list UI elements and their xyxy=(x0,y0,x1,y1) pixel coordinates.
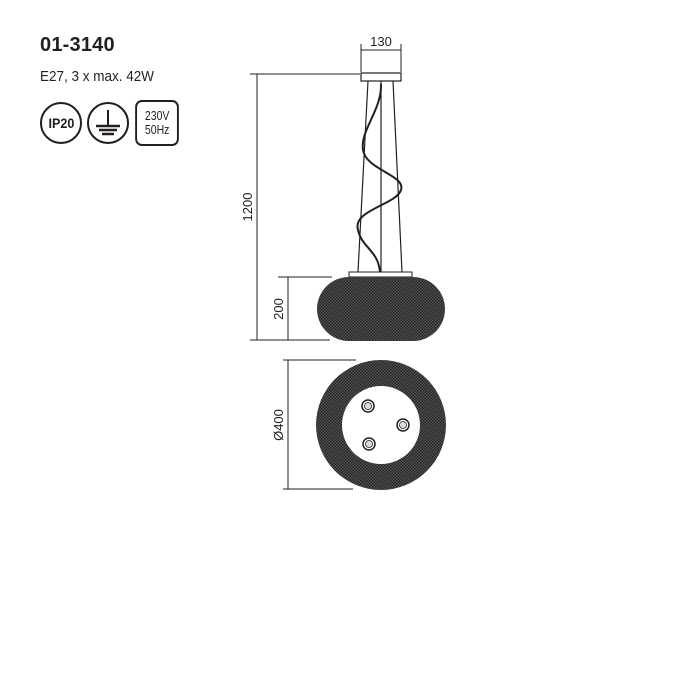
suspension-cables xyxy=(356,80,403,273)
shade-height-dimension: 200 xyxy=(271,276,332,340)
certification-icons: IP20 230V 50Hz xyxy=(40,100,180,146)
ceiling-canopy xyxy=(360,72,402,82)
ip-rating-label: IP20 xyxy=(48,115,74,131)
shade-mount-plate xyxy=(348,271,413,278)
shade-height-label: 200 xyxy=(271,298,286,320)
diameter-label: Ø400 xyxy=(271,409,286,441)
product-code: 01-3140 xyxy=(40,34,115,56)
ip-rating-icon: IP20 xyxy=(40,102,82,144)
frequency-label: 50Hz xyxy=(144,122,170,137)
earth-ground-icon xyxy=(87,102,129,144)
shade-bottom-view xyxy=(316,360,446,490)
voltage-label: 230V xyxy=(144,108,170,123)
ground-symbol-icon xyxy=(96,110,120,136)
bulb-socket-icon xyxy=(361,399,375,413)
shade-side-view xyxy=(317,277,445,341)
bulb-socket-icon xyxy=(362,437,376,451)
bulb-socket-icon xyxy=(396,418,410,432)
total-height-dimension: 1200 xyxy=(240,73,360,341)
canopy-width-label: 130 xyxy=(370,34,392,49)
product-spec: E27, 3 x max. 42W xyxy=(40,68,155,85)
total-height-label: 1200 xyxy=(240,193,255,222)
voltage-icon: 230V 50Hz xyxy=(135,100,179,146)
canopy-width-dimension: 130 xyxy=(360,34,402,72)
diameter-dimension: Ø400 xyxy=(271,359,356,490)
